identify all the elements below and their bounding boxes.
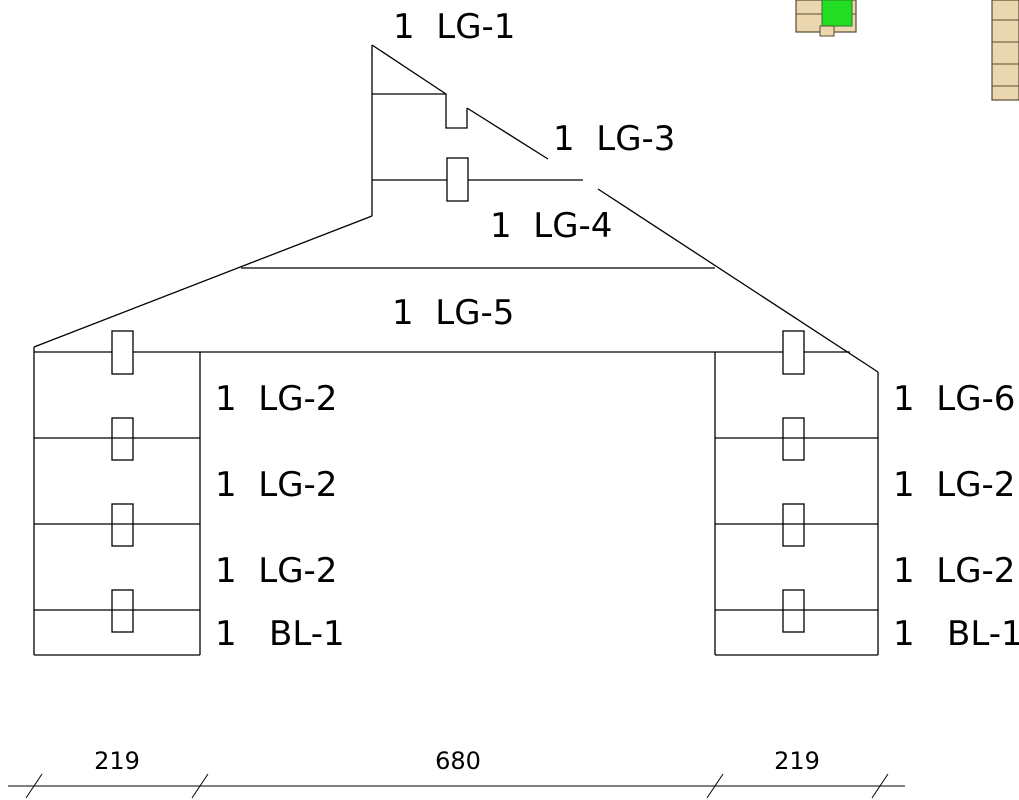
right-wall xyxy=(714,330,879,656)
model-thumbnail xyxy=(795,0,1019,101)
gable-courses xyxy=(34,93,850,353)
label-left-lg2-b: 1 LG-2 xyxy=(215,465,337,505)
label-left-lg2-a: 1 LG-2 xyxy=(215,379,337,419)
dimension-middle: 680 xyxy=(435,747,481,775)
label-lg1: 1 LG-1 xyxy=(393,7,515,47)
label-left-lg2-c: 1 LG-2 xyxy=(215,551,337,591)
dimension-left: 219 xyxy=(94,747,140,775)
dimension-line xyxy=(8,773,905,799)
label-lg5: 1 LG-5 xyxy=(392,293,514,333)
label-lg4: 1 LG-4 xyxy=(490,206,612,246)
label-lg6: 1 LG-6 xyxy=(893,379,1015,419)
label-left-bl1: 1 BL-1 xyxy=(215,614,345,654)
label-right-bl1: 1 BL-1 xyxy=(893,614,1019,654)
gable-outline xyxy=(33,44,879,373)
left-wall xyxy=(33,330,201,656)
label-right-lg2-a: 1 LG-2 xyxy=(893,465,1015,505)
label-lg3: 1 LG-3 xyxy=(553,119,675,159)
label-right-lg2-b: 1 LG-2 xyxy=(893,551,1015,591)
dimension-right: 219 xyxy=(774,747,820,775)
